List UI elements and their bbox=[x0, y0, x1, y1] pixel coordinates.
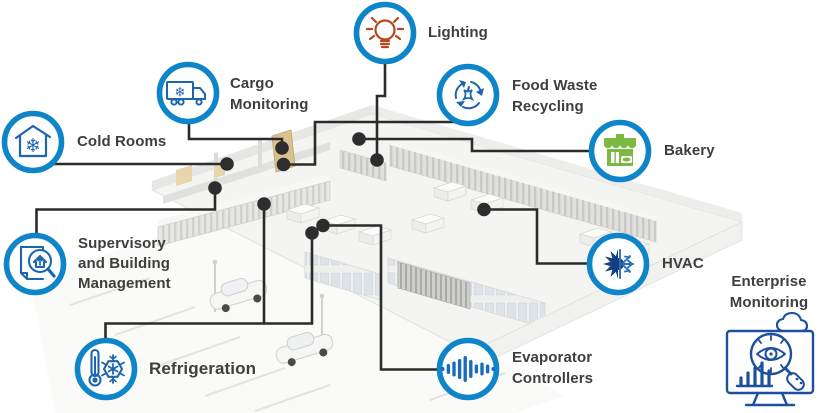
bakery-connector bbox=[359, 137, 606, 153]
lighting-circle bbox=[353, 1, 417, 65]
supervisory-dot bbox=[208, 181, 222, 195]
hvac-node bbox=[586, 232, 650, 296]
recycling-icon bbox=[454, 80, 484, 110]
back-right-wall bbox=[372, 105, 742, 222]
refrigeration-node bbox=[74, 337, 138, 401]
svg-text:❄: ❄ bbox=[25, 135, 41, 157]
refrigeration-dot-1 bbox=[257, 197, 271, 211]
magnifier-grip bbox=[786, 372, 805, 391]
cold-rooms-label: Cold Rooms bbox=[77, 133, 167, 150]
connection-dots bbox=[208, 132, 491, 240]
hvac-sun-snowflake-icon bbox=[603, 249, 634, 279]
cargo-circle bbox=[156, 61, 220, 125]
cold-rooms-icon: ❄ bbox=[14, 124, 52, 158]
refrigeration-dot-2 bbox=[305, 226, 319, 240]
display-case-top bbox=[158, 174, 330, 227]
supervisory-connector bbox=[35, 188, 217, 248]
display-case-row bbox=[157, 180, 331, 247]
hvac-label: HVAC bbox=[662, 255, 704, 272]
eye-lashes bbox=[757, 335, 785, 373]
food-waste-label: Food Waste Recycling bbox=[512, 76, 598, 115]
lighting-node bbox=[353, 1, 417, 65]
car-illustration bbox=[209, 277, 268, 313]
refrigeration-label: Refrigeration bbox=[149, 359, 257, 378]
connector-lines bbox=[33, 50, 606, 371]
enterprise-monitor-icon bbox=[725, 311, 815, 407]
bakery-node bbox=[588, 119, 652, 183]
food-waste-connector bbox=[283, 120, 462, 166]
cargo-dot bbox=[275, 141, 289, 155]
bakery-dot bbox=[352, 132, 366, 146]
evaporator-connector bbox=[323, 224, 452, 371]
lighting-connector bbox=[375, 50, 387, 160]
eye-pupil bbox=[769, 352, 773, 356]
cargo-monitoring-node: ❄ bbox=[156, 61, 220, 125]
refrigeration-circle bbox=[74, 337, 138, 401]
shelving-top-edge bbox=[390, 140, 656, 221]
lighting-dot bbox=[370, 153, 384, 167]
hvac-connector bbox=[484, 208, 604, 265]
monitor-frame bbox=[725, 329, 815, 395]
cold-rooms-node: ❄ bbox=[1, 110, 65, 174]
food-waste-dot bbox=[276, 157, 291, 172]
cargo-truck-icon: ❄ bbox=[166, 81, 206, 106]
magnifier-lens bbox=[749, 332, 793, 376]
evaporator-dot bbox=[316, 218, 330, 233]
cloud-icon bbox=[775, 311, 809, 333]
monitor-stand bbox=[744, 391, 796, 407]
bar-chart-bars bbox=[739, 361, 771, 387]
eye-outline bbox=[756, 347, 786, 361]
supervisory-label: Supervisory and Building Management bbox=[78, 235, 171, 292]
hvac-dot bbox=[477, 202, 491, 217]
shopping-cart-row bbox=[397, 261, 471, 310]
enterprise-monitoring-label: Enterprise Monitoring bbox=[729, 273, 809, 311]
evaporator-label: Evaporator Controllers bbox=[512, 348, 594, 387]
document-magnifier-icon bbox=[19, 245, 56, 281]
bakery-shop-icon bbox=[603, 134, 637, 166]
cold-rooms-dot bbox=[220, 157, 234, 171]
svg-text:❄: ❄ bbox=[175, 86, 186, 101]
lightbulb-icon bbox=[365, 16, 405, 49]
cold-rooms-circle bbox=[1, 110, 65, 174]
parking-stripes bbox=[69, 277, 506, 412]
evaporator-waveform-icon bbox=[441, 356, 495, 382]
food-waste-node bbox=[436, 63, 500, 127]
store-illustration bbox=[30, 105, 744, 413]
evaporator-node bbox=[436, 337, 500, 401]
lighting-label: Lighting bbox=[428, 24, 488, 41]
supervisory-node bbox=[3, 232, 67, 296]
evaporator-circle bbox=[436, 337, 500, 401]
cargo-monitoring-label: Cargo Monitoring bbox=[230, 75, 309, 113]
car-illustration-2 bbox=[275, 331, 334, 367]
thermometer-snowflake-icon bbox=[88, 348, 125, 387]
food-waste-circle bbox=[436, 63, 500, 127]
eye-iris bbox=[764, 347, 778, 361]
bakery-label: Bakery bbox=[664, 142, 715, 159]
